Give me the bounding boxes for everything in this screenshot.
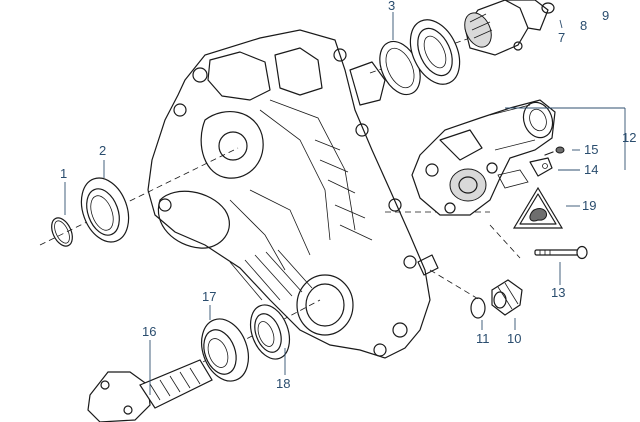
output-flange-part-7 [464,0,549,56]
callout-15: 15 [584,142,598,157]
actuator-motor-part-12 [411,99,556,216]
callout-leader-lines [64,12,626,395]
callout-17: 17 [202,289,216,304]
shaft-seal-part-3 [379,19,461,96]
shaft-seal-part-2 [80,177,130,243]
callout-9: 9 [602,8,609,23]
callout-18: 18 [276,376,290,391]
bracket-part-14 [529,157,553,177]
bearing-part-17 [201,318,249,382]
sealing-ring-part-11 [470,297,486,319]
callout-12: 12 [622,130,636,145]
screw-part-15 [544,146,565,156]
callout-10: 10 [507,331,521,346]
washer-part-8 [541,2,555,14]
callout-13: 13 [551,285,565,300]
transfer-case-housing [147,29,439,359]
callout-7: 7 [558,30,565,45]
callout-11: 11 [476,331,490,346]
warning-label-part-19 [512,186,564,229]
callout-19: 19 [582,198,596,213]
callout-numbers: 1 2 3 7 8 9 10 11 12 13 14 15 16 17 18 1… [60,0,636,391]
callout-14: 14 [584,162,598,177]
callout-1: 1 [60,166,67,181]
callout-16: 16 [142,324,156,339]
flange-shaft-part-16 [87,359,213,422]
screw-plug-part-10 [491,279,523,316]
callout-8: 8 [580,18,587,33]
shaft-seal-part-18 [249,304,291,360]
bolt-part-13 [534,245,588,260]
callout-3: 3 [388,0,395,13]
callout-2: 2 [99,143,106,158]
circlip-part-1 [51,217,73,247]
